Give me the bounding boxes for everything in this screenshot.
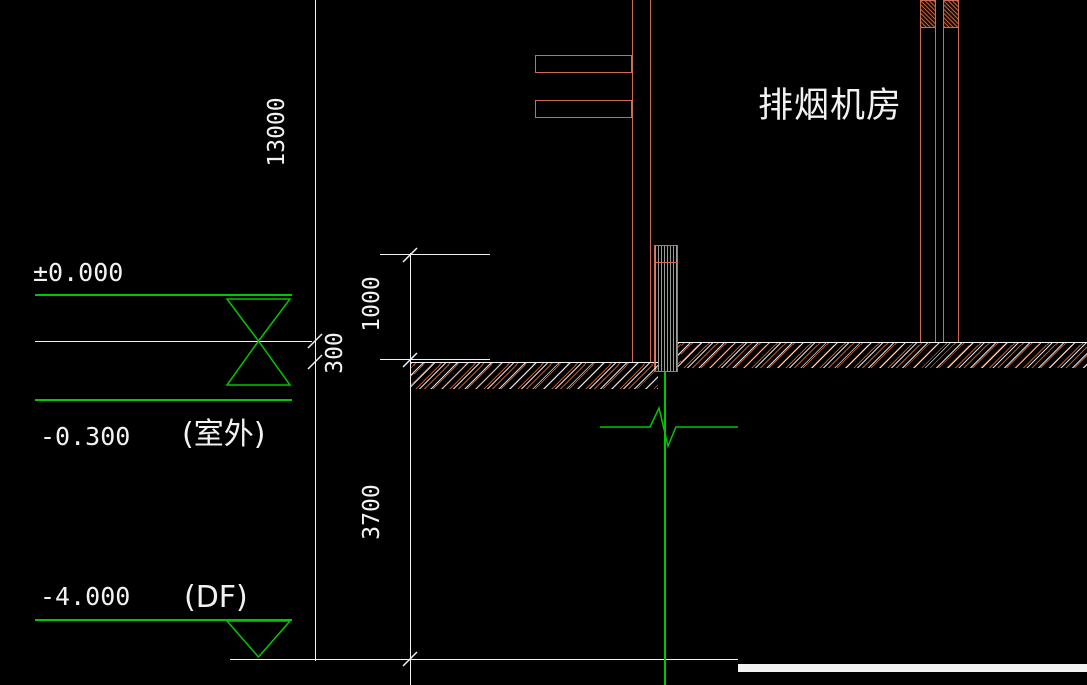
dim-boundary-line-mid bbox=[380, 359, 490, 360]
level-suffix-df: (DF) bbox=[184, 580, 248, 615]
level-zero-leader-line bbox=[35, 294, 292, 296]
dim-text-13000: 13000 bbox=[264, 97, 290, 167]
wall-cut-hatched-section bbox=[654, 245, 678, 372]
soil-hatch-left bbox=[411, 363, 658, 389]
elevation-symbol-df-triangle bbox=[225, 620, 292, 659]
wall-line-outer bbox=[632, 0, 633, 362]
level-label-outdoor: -0.300 bbox=[40, 422, 131, 451]
column-a-line-left bbox=[920, 0, 921, 342]
column-a-cut-hatch bbox=[921, 0, 935, 28]
centerline-vertical-green bbox=[664, 371, 666, 685]
dim-extension-line-left bbox=[315, 0, 316, 661]
elevation-symbol-outdoor-lower-triangle bbox=[225, 339, 292, 386]
level-label-zero: ±0.000 bbox=[33, 258, 124, 287]
slab-edge-thick-line bbox=[738, 664, 1087, 672]
ground-line-left bbox=[410, 362, 658, 363]
dim-text-300: 300 bbox=[322, 332, 348, 374]
dim-boundary-line-top bbox=[380, 254, 490, 255]
column-b-line-left bbox=[943, 0, 944, 342]
level-suffix-outdoor: (室外) bbox=[182, 417, 266, 452]
level-df-leader-line bbox=[35, 619, 292, 621]
level-label-df: -4.000 bbox=[40, 582, 131, 611]
elevation-symbol-zero-upper-triangle bbox=[225, 298, 292, 343]
dimension-line-vertical bbox=[410, 253, 411, 685]
ground-line-right bbox=[678, 342, 1087, 343]
room-label: 排烟机房 bbox=[758, 86, 903, 126]
wall-cut-divider-line bbox=[654, 262, 678, 263]
dim-text-3700: 3700 bbox=[359, 484, 385, 540]
column-a-line-right bbox=[935, 0, 936, 342]
column-b-cut-hatch bbox=[944, 0, 958, 28]
level-zero-datum-line bbox=[35, 341, 312, 342]
beam-section-lower bbox=[535, 100, 632, 118]
soil-hatch-right bbox=[678, 343, 1087, 368]
break-mark bbox=[600, 405, 738, 449]
dim-text-1000: 1000 bbox=[359, 276, 385, 332]
wall-line-inner bbox=[650, 0, 651, 362]
level-df-datum-line bbox=[230, 659, 738, 660]
level-outdoor-leader-line bbox=[35, 399, 292, 401]
beam-section-upper bbox=[535, 55, 632, 73]
column-b-line-right bbox=[958, 0, 959, 342]
